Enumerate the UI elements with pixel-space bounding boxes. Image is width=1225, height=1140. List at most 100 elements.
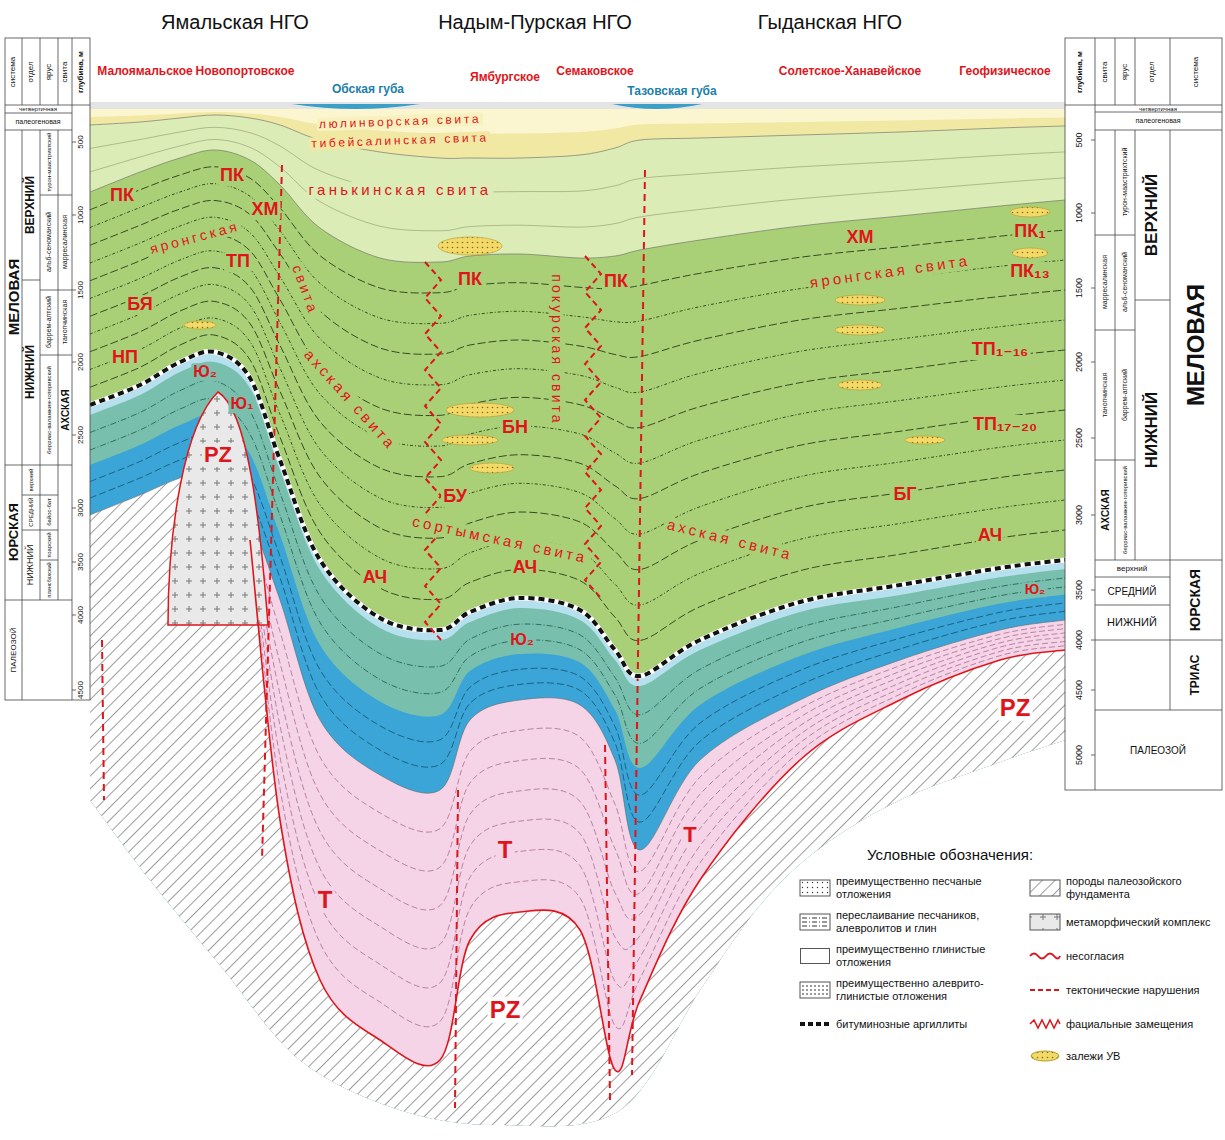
column-label: СРЕДНИЙ — [28, 497, 35, 526]
strata — [90, 102, 1065, 1126]
horizon-label: Малоямальское — [97, 65, 192, 78]
column-label: отдел — [1148, 61, 1157, 82]
sea-ob — [292, 104, 420, 109]
horizon-label: Ю₁ — [228, 395, 255, 413]
column-label: верхний — [28, 469, 35, 492]
horizon-label: Ю₂ — [1023, 582, 1048, 597]
horizon-label: АЧ — [976, 526, 1004, 546]
column-label: палеогеновая — [16, 118, 61, 126]
bedding-line — [250, 529, 1065, 920]
stratum — [90, 150, 1065, 1126]
column-label: система — [9, 57, 18, 87]
fault-line — [455, 790, 458, 1108]
column-label: тоарский — [46, 532, 53, 557]
horizon-label: ТП₁₇₋₂₀ — [971, 415, 1039, 435]
column-label: турон-маастрихтский — [1121, 148, 1129, 217]
column-label: 1500 — [1075, 278, 1085, 298]
column-label: 1500 — [77, 281, 86, 299]
stratum — [90, 109, 1065, 1126]
layer-boundary — [90, 150, 1065, 262]
legend-text: преимущественно песчаные отложения — [836, 875, 1016, 900]
horizon-label: Новопортовское — [196, 65, 295, 78]
column-label: баррем-аптский — [45, 296, 53, 348]
facies-boundary — [425, 262, 441, 640]
column-label: 2000 — [1075, 352, 1085, 372]
column-grid — [1065, 38, 1222, 790]
bitumen-sample — [800, 1022, 830, 1026]
fault-sample — [1030, 989, 1060, 991]
fault-line — [632, 170, 645, 1075]
bedding-line — [90, 335, 1065, 641]
horizon-label: АЧ — [361, 568, 389, 588]
column-label: берриас-валанжин-готеривский — [46, 366, 53, 454]
bedding-line — [90, 139, 1065, 230]
horizon-label: Ямбургское — [470, 71, 540, 84]
column-label: Обская губа — [332, 83, 404, 96]
silt-sample — [802, 986, 828, 994]
column-label: альб-сеноманский — [1121, 252, 1129, 312]
horizon-label: Т — [496, 837, 515, 863]
horizon-label: ПК — [602, 272, 630, 292]
column-label: ЮРСКАЯ — [6, 503, 20, 561]
column-label: 2500 — [77, 426, 86, 444]
depth-ticks — [72, 142, 76, 690]
formation-name: покурская свита — [548, 272, 563, 427]
basement-sample — [1030, 880, 1060, 896]
horizon-label: Ю₂ — [191, 363, 219, 381]
legend-text: фациальные замещения — [1066, 1018, 1214, 1031]
formation-name: ганькинская свита — [307, 182, 494, 199]
stratum — [90, 112, 1065, 1126]
pool-sample — [1031, 1051, 1059, 1061]
column-label: ПАЛЕОЗОЙ — [9, 628, 18, 673]
column-label: ВЕРХНИЙ — [1143, 174, 1162, 256]
column-label: марресалинская — [61, 215, 69, 269]
interbed-sample — [800, 914, 830, 930]
legend-text: залежи УВ — [1066, 1050, 1214, 1063]
bitumen-line — [90, 351, 1065, 676]
column-label: верхний — [1117, 564, 1147, 573]
column-label: Тазовская губа — [627, 85, 716, 98]
horizon-label: Семаковское — [556, 65, 633, 78]
column-label: МЕЛОВАЯ — [1183, 284, 1209, 406]
bedding-line — [90, 234, 1065, 428]
horizon-label: Ю₂ — [508, 631, 536, 649]
legend-text: переслаивание песчаников, алевролитов и … — [836, 909, 1016, 934]
horizon-label: БН — [500, 418, 530, 438]
column-label: 1000 — [77, 206, 86, 224]
horizon-label: ХМ — [250, 200, 281, 220]
bedding-line — [90, 217, 1065, 393]
hydrocarbon-pool — [470, 463, 514, 473]
bedding-line — [250, 534, 1065, 988]
column-label: СРЕДНИЙ — [1108, 586, 1157, 597]
column-label: ТРИАС — [1189, 655, 1202, 696]
column-label: танопчинская — [61, 300, 69, 344]
fault-line — [102, 640, 104, 800]
metamorphic-sample — [1030, 914, 1060, 930]
horizon-label: Т — [681, 823, 698, 847]
hydrocarbon-pool — [835, 325, 885, 335]
legend-text: метаморфический комплекс — [1066, 916, 1214, 929]
horizon-label: БЯ — [125, 295, 154, 315]
column-label: НИЖНИЙ — [1107, 616, 1157, 628]
bedding-line — [90, 127, 1065, 194]
column-grid — [5, 38, 90, 700]
column-label: турон-маастрихтский — [46, 133, 53, 192]
horizon-label: PZ — [998, 695, 1033, 721]
horizon-label: ПК — [456, 270, 484, 290]
legend-text: битуминозные аргиллиты — [836, 1018, 1016, 1031]
horizon-label: БГ — [891, 485, 918, 505]
column-label: НИЖНИЙ — [1143, 392, 1162, 469]
column-label: палеогеновая — [1136, 117, 1181, 125]
legend-text: породы палеозойского фундамента — [1066, 875, 1214, 900]
column-label: Ямальская НГО — [161, 11, 309, 33]
bedding-line — [250, 526, 1065, 895]
column-label: ВЕРХНИЙ — [24, 176, 37, 234]
horizon-label: ТП₁₋₁₆ — [970, 340, 1031, 360]
unconformity-sample — [1030, 954, 1060, 959]
horizon-label: PZ — [488, 997, 523, 1023]
column-label: 500 — [77, 135, 86, 148]
horizon-label: ПК — [218, 166, 246, 186]
column-label: ПАЛЕОЗОЙ — [1130, 745, 1186, 756]
hydrocarbon-pool — [446, 403, 514, 417]
